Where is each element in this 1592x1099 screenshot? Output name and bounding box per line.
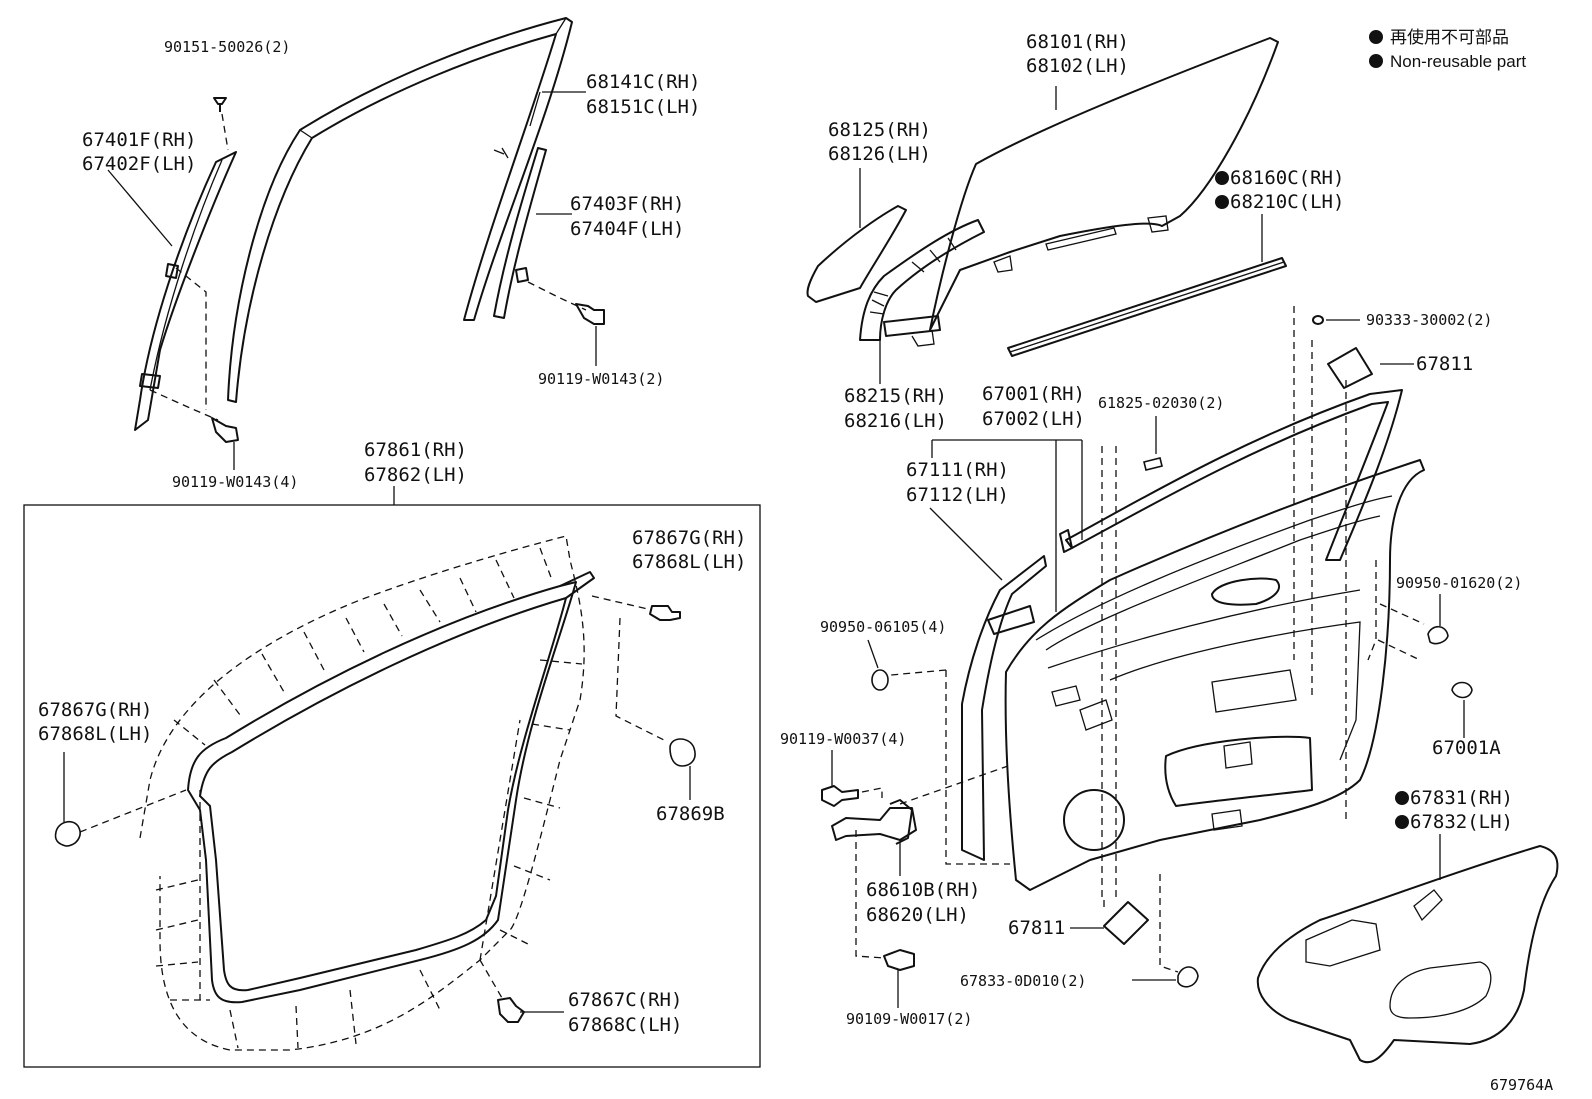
label-67867G-top[interactable]: 67867G(RH): [632, 527, 746, 549]
door-panel-group: [821, 306, 1473, 1008]
label-68101[interactable]: 68101(RH): [1026, 31, 1129, 53]
plug-67001A-icon[interactable]: [1451, 681, 1473, 699]
label-67404F[interactable]: 67404F(LH): [570, 218, 684, 240]
bolt-90119-right-icon[interactable]: [575, 303, 605, 325]
clip-67867G-left-icon[interactable]: [54, 820, 81, 847]
label-67402F[interactable]: 67402F(LH): [82, 153, 196, 175]
label-90119-W0037[interactable]: 90119-W0037(4): [780, 730, 906, 748]
clip-90333-icon[interactable]: [1312, 315, 1324, 325]
label-67867C[interactable]: 67867C(RH): [568, 989, 682, 1011]
label-68216[interactable]: 68216(LH): [844, 410, 947, 432]
service-cover-group: [1256, 845, 1559, 1064]
clip-67869B-icon[interactable]: [669, 738, 696, 767]
label-61825[interactable]: 61825-02030(2): [1098, 394, 1224, 412]
plug-67833-icon[interactable]: [1177, 966, 1199, 988]
label-67002[interactable]: 67002(LH): [982, 408, 1085, 430]
clip-67867G-top-icon[interactable]: [649, 605, 681, 621]
label-67861[interactable]: 67861(RH): [364, 439, 467, 461]
label-90151[interactable]: 90151-50026(2): [164, 38, 290, 56]
label-67868L-top[interactable]: 67868L(LH): [632, 551, 746, 573]
label-68160C[interactable]: 68160C(RH): [1230, 167, 1344, 189]
label-90109[interactable]: 90109-W0017(2): [846, 1010, 972, 1028]
label-68215[interactable]: 68215(RH): [844, 385, 947, 407]
label-67811-top[interactable]: 67811: [1416, 353, 1473, 375]
speaker-hole-icon: [1063, 789, 1125, 851]
label-67862[interactable]: 67862(LH): [364, 464, 467, 486]
screw-90151-icon[interactable]: [213, 97, 227, 112]
weatherstrip-67861-icon[interactable]: [187, 581, 577, 1004]
weatherstrip-box: [23, 486, 761, 1068]
plug-90950-06105-icon[interactable]: [871, 669, 889, 691]
label-67867G-left[interactable]: 67867G(RH): [38, 699, 152, 721]
run-channel-68215-icon[interactable]: [859, 219, 985, 341]
label-67831[interactable]: 67831(RH): [1410, 787, 1513, 809]
glass-group: [806, 37, 1287, 357]
label-67111[interactable]: 67111(RH): [906, 459, 1009, 481]
bolt-90119-W0037-icon[interactable]: [821, 785, 859, 807]
label-68620[interactable]: 68620(LH): [866, 904, 969, 926]
label-67401F[interactable]: 67401F(RH): [82, 129, 196, 151]
service-cover-67831-icon[interactable]: [1256, 845, 1559, 1064]
label-67869B[interactable]: 67869B: [656, 803, 725, 825]
legend-line-1: 再使用不可部品: [1390, 27, 1509, 47]
quarter-glass-68125-icon[interactable]: [806, 205, 907, 303]
belt-moulding-68160C-icon[interactable]: [1007, 257, 1287, 357]
legend-line-2: Non-reusable part: [1390, 52, 1526, 71]
frame-moulding-group: [134, 17, 605, 443]
legend-dot-2-icon: [1369, 54, 1383, 68]
label-67832[interactable]: 67832(LH): [1410, 811, 1513, 833]
figure-id: 679764A: [1490, 1076, 1553, 1094]
label-67868C[interactable]: 67868C(LH): [568, 1014, 682, 1036]
label-90333[interactable]: 90333-30002(2): [1366, 311, 1492, 329]
bolt-90109-icon[interactable]: [883, 949, 915, 971]
label-68125[interactable]: 68125(RH): [828, 119, 931, 141]
door-handle-recess-icon[interactable]: [1211, 577, 1281, 606]
label-90119-W0143-2[interactable]: 90119-W0143(2): [538, 370, 664, 388]
door-sash-icon[interactable]: [1065, 389, 1403, 561]
label-90950-01620[interactable]: 90950-01620(2): [1396, 574, 1522, 592]
label-67403F[interactable]: 67403F(RH): [570, 193, 684, 215]
label-67001A[interactable]: 67001A: [1432, 737, 1501, 759]
label-68102[interactable]: 68102(LH): [1026, 55, 1129, 77]
label-67112[interactable]: 67112(LH): [906, 484, 1009, 506]
moulding-67403F-icon[interactable]: [493, 147, 547, 319]
label-67833[interactable]: 67833-0D010(2): [960, 972, 1086, 990]
label-67868L-left[interactable]: 67868L(LH): [38, 723, 152, 745]
label-67001[interactable]: 67001(RH): [982, 383, 1085, 405]
moulding-67401F-icon[interactable]: [134, 151, 237, 431]
bolt-90119-left-icon[interactable]: [211, 417, 239, 443]
part-labels: 90151-50026(2) 67401F(RH) 67402F(LH) 681…: [38, 31, 1553, 1094]
hinge-68610B-icon[interactable]: [831, 807, 917, 841]
label-68210C[interactable]: 68210C(LH): [1230, 191, 1344, 213]
tape-67811-top-icon[interactable]: [1327, 347, 1373, 389]
clip-67867C-icon[interactable]: [497, 997, 525, 1023]
door-frame-67001-icon[interactable]: [1004, 459, 1425, 891]
label-68126[interactable]: 68126(LH): [828, 143, 931, 165]
leaders-left-top: [107, 91, 597, 470]
legend-dot-1-icon: [1369, 30, 1383, 44]
legend: 再使用不可部品 Non-reusable part: [1369, 27, 1526, 71]
outer-panel-67111-icon[interactable]: [961, 555, 1047, 861]
label-90119-W0143-4[interactable]: 90119-W0143(4): [172, 473, 298, 491]
label-68151C[interactable]: 68151C(LH): [586, 96, 700, 118]
tape-67811-bottom-icon[interactable]: [1103, 901, 1149, 945]
leaders-right-top: [859, 86, 1414, 384]
label-67811-bottom[interactable]: 67811: [1008, 917, 1065, 939]
label-90950-06105[interactable]: 90950-06105(4): [820, 618, 946, 636]
plug-61825-icon[interactable]: [1143, 457, 1163, 471]
clip-90950-01620-icon[interactable]: [1427, 625, 1449, 645]
door-glass-68101-icon[interactable]: [929, 37, 1279, 331]
label-68610B[interactable]: 68610B(RH): [866, 879, 980, 901]
label-68141C[interactable]: 68141C(RH): [586, 71, 700, 93]
